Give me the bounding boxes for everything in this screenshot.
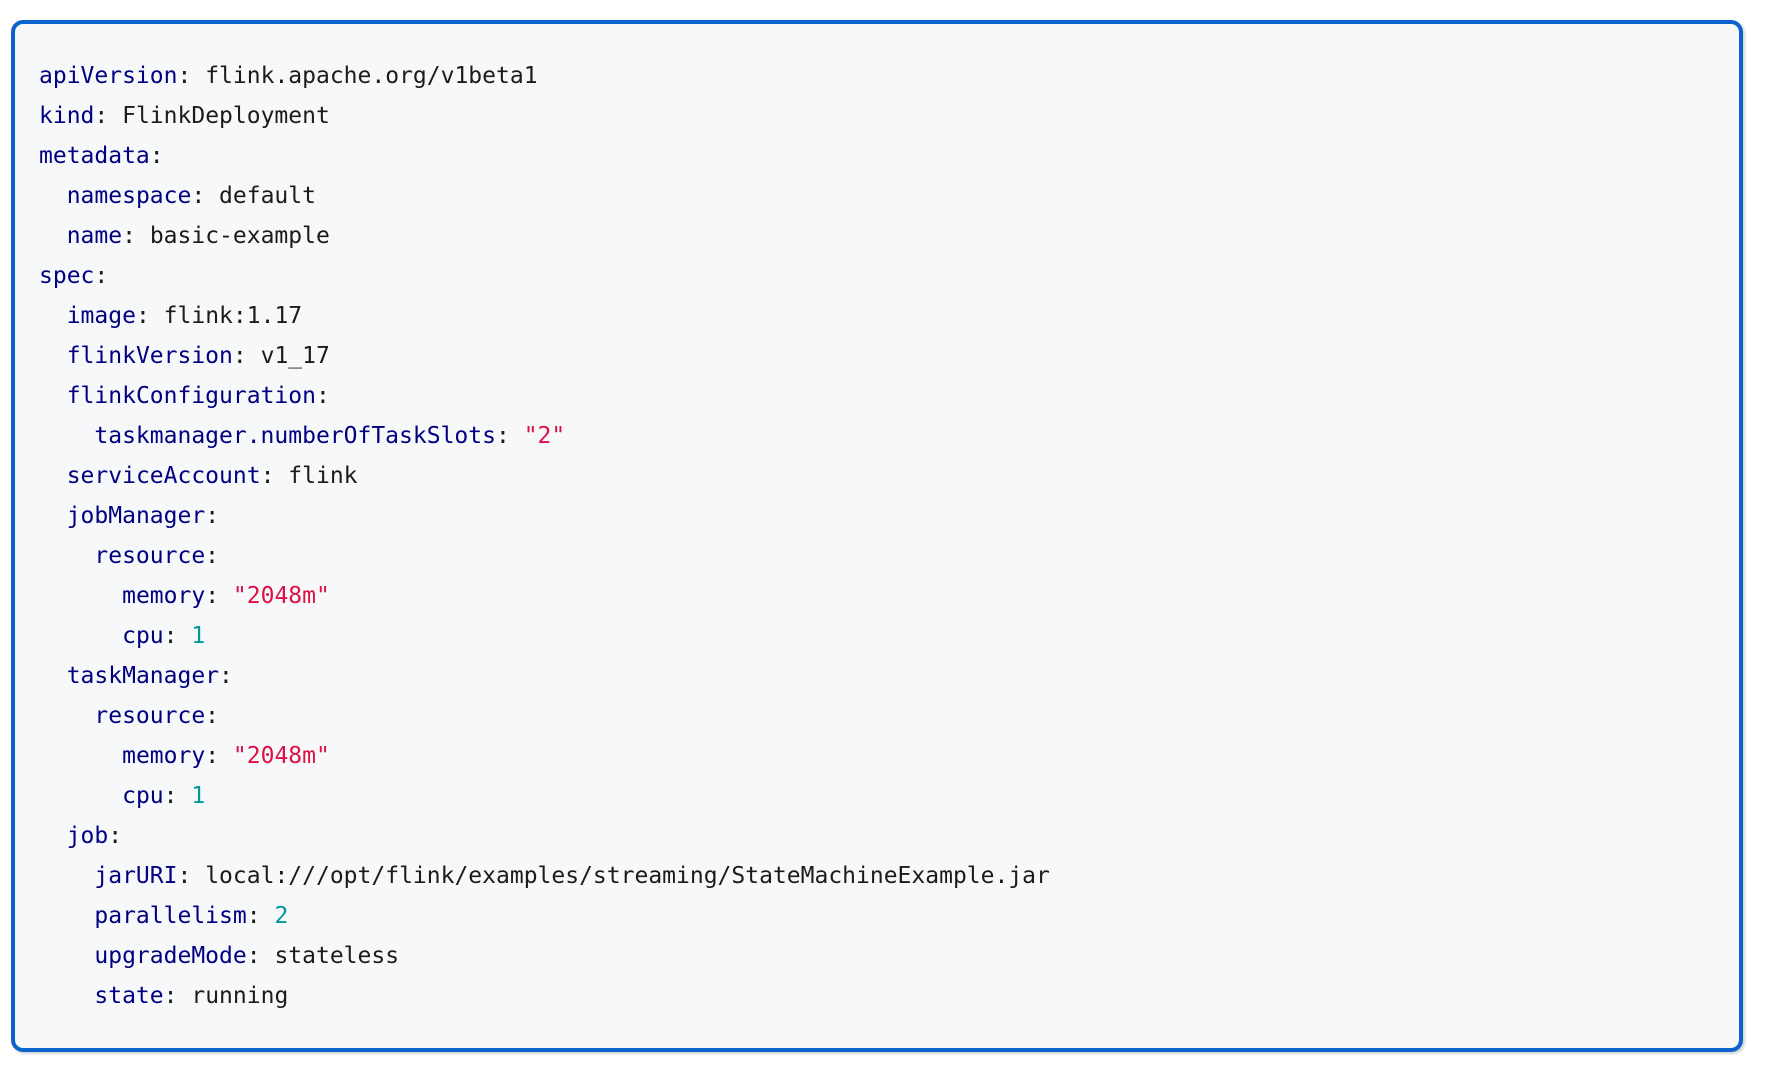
yaml-key: state [94,983,164,1009]
yaml-key: apiVersion [39,63,178,89]
yaml-value: "2" [523,423,566,449]
yaml-colon: : [246,943,261,969]
yaml-value: FlinkDeployment [122,103,330,129]
code-line: cpu: 1 [39,616,1715,656]
yaml-key: kind [39,103,95,129]
code-line: memory: "2048m" [39,576,1715,616]
yaml-value: basic-example [149,223,330,249]
yaml-key: resource [94,543,206,569]
yaml-key: namespace [66,183,192,209]
code-line: name: basic-example [39,216,1715,256]
yaml-colon: : [205,503,220,529]
yaml-colon: : [177,863,192,889]
code-line: resource: [39,536,1715,576]
yaml-colon: : [315,383,330,409]
yaml-value: "2048m" [232,583,330,609]
yaml-key: spec [39,263,95,289]
code-line: upgradeMode: stateless [39,936,1715,976]
code-line: resource: [39,696,1715,736]
yaml-key: memory [122,583,206,609]
yaml-key: serviceAccount [66,463,261,489]
yaml-key: cpu [122,783,164,809]
yaml-key: taskmanager.numberOfTaskSlots [94,423,496,449]
yaml-key: name [66,223,123,249]
yaml-key: resource [94,703,206,729]
yaml-key: metadata [39,143,150,169]
yaml-colon: : [205,703,220,729]
yaml-value: flink:1.17 [163,303,303,329]
yaml-colon: : [135,303,150,329]
yaml-value: local:///opt/flink/examples/streaming/St… [205,863,1050,889]
code-line: kind: FlinkDeployment [39,96,1715,136]
code-line: namespace: default [39,176,1715,216]
yaml-value: 2 [274,903,289,929]
yaml-colon: : [205,543,220,569]
code-line: jarURI: local:///opt/flink/examples/stre… [39,856,1715,896]
yaml-key: flinkConfiguration [66,383,316,409]
code-line: taskManager: [39,656,1715,696]
code-line: flinkConfiguration: [39,376,1715,416]
yaml-colon: : [219,663,233,689]
yaml-key: jobManager [66,503,206,529]
yaml-colon: : [163,983,178,1009]
yaml-colon: : [177,63,192,89]
code-line: spec: [39,256,1715,296]
yaml-colon: : [163,623,178,649]
yaml-colon: : [163,783,178,809]
code-line: serviceAccount: flink [39,456,1715,496]
yaml-value: 1 [191,623,206,649]
yaml-colon: : [232,343,247,369]
code-line: memory: "2048m" [39,736,1715,776]
yaml-colon: : [94,263,109,289]
yaml-colon: : [205,583,220,609]
yaml-value: v1_17 [260,343,330,369]
yaml-key: job [66,823,109,849]
yaml-value: running [191,983,289,1009]
yaml-value: "2048m" [232,743,330,769]
yaml-key: jarURI [94,863,178,889]
code-line: state: running [39,976,1715,1016]
yaml-colon: : [246,903,261,929]
code-line: image: flink:1.17 [39,296,1715,336]
code-line: taskmanager.numberOfTaskSlots: "2" [39,416,1715,456]
code-line: flinkVersion: v1_17 [39,336,1715,376]
yaml-value: stateless [274,943,400,969]
yaml-colon: : [205,743,220,769]
yaml-key: flinkVersion [66,343,233,369]
yaml-key: cpu [122,623,164,649]
yaml-colon: : [94,103,109,129]
yaml-colon: : [149,143,164,169]
yaml-colon: : [191,183,206,209]
code-line: job: [39,816,1715,856]
yaml-colon: : [122,223,136,249]
code-line: metadata: [39,136,1715,176]
code-line: cpu: 1 [39,776,1715,816]
yaml-key: taskManager [66,663,220,689]
code-line: apiVersion: flink.apache.org/v1beta1 [39,56,1715,96]
yaml-colon: : [495,423,510,449]
yaml-key: memory [122,743,206,769]
yaml-value: flink.apache.org/v1beta1 [205,63,538,89]
yaml-value: flink [288,463,358,489]
yaml-key: parallelism [94,903,247,929]
yaml-colon: : [108,823,123,849]
code-line: jobManager: [39,496,1715,536]
yaml-value: default [219,183,316,209]
yaml-key: image [66,303,136,329]
yaml-value: 1 [191,783,206,809]
code-line: parallelism: 2 [39,896,1715,936]
yaml-key: upgradeMode [94,943,247,969]
yaml-colon: : [260,463,275,489]
